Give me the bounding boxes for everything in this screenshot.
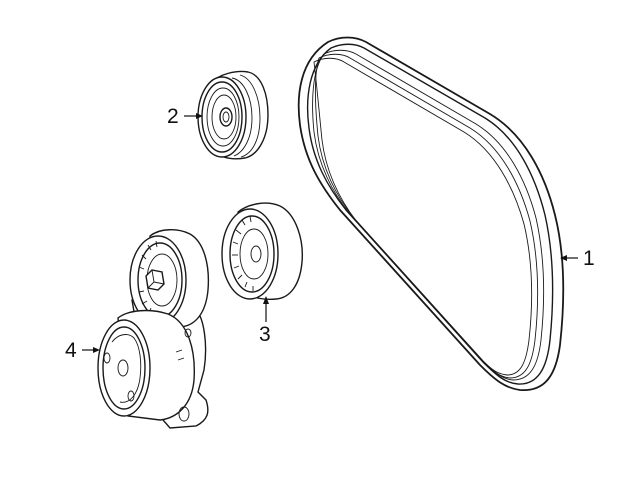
callout-label-3: 3 — [259, 323, 271, 346]
drive-belt[interactable] — [297, 36, 565, 391]
callout-label-4: 4 — [65, 339, 77, 362]
idler-pulley-grooved[interactable] — [197, 70, 269, 160]
callout-arrows — [82, 113, 578, 353]
callout-label-2: 2 — [167, 105, 179, 128]
callout-label-1: 1 — [583, 247, 595, 270]
belt-tensioner-assembly[interactable] — [97, 229, 210, 429]
idler-pulley-smooth[interactable] — [221, 202, 303, 322]
